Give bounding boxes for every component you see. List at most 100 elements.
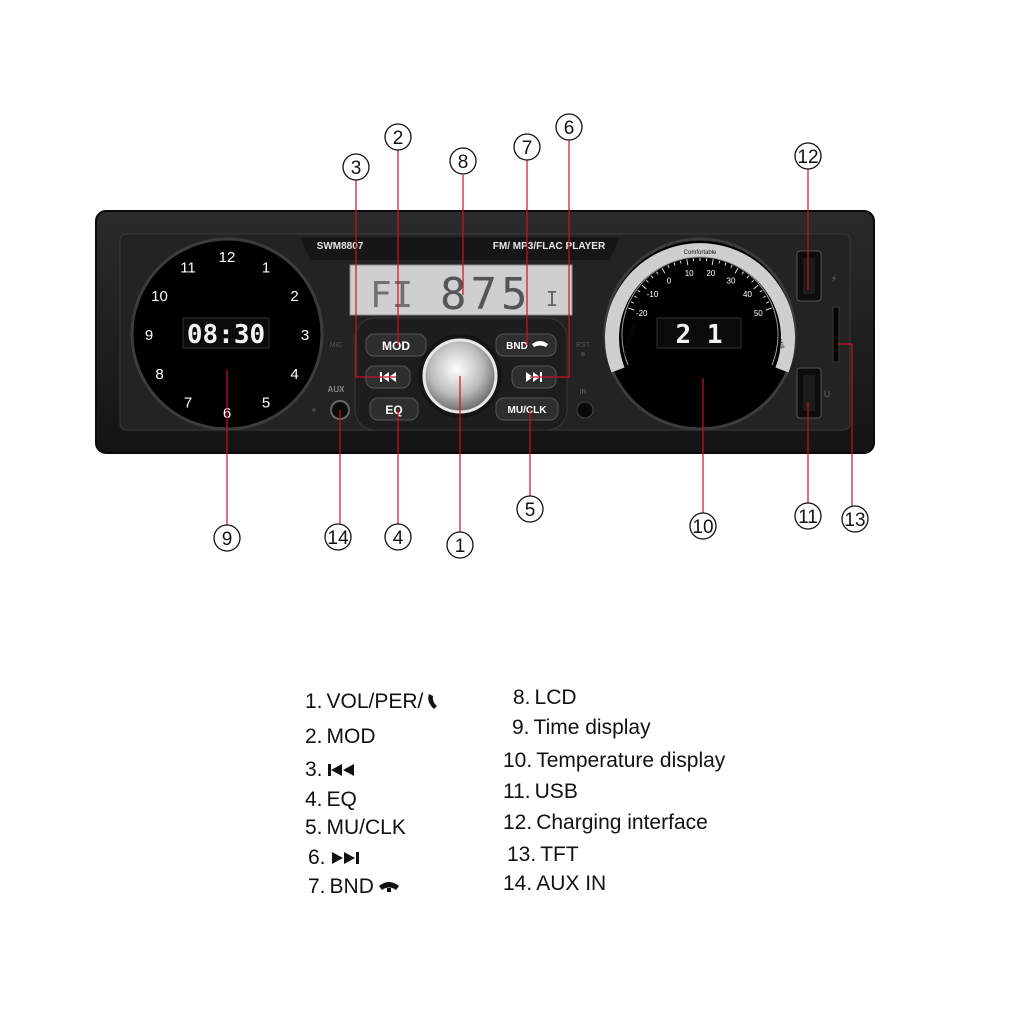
callout-circle xyxy=(794,502,822,530)
clock-number: 1 xyxy=(262,260,270,277)
gauge-tick xyxy=(711,259,714,266)
bnd-button[interactable] xyxy=(495,333,557,357)
callout-number: 12 xyxy=(797,147,818,168)
callout-10: 10 xyxy=(689,512,717,540)
mod-button[interactable] xyxy=(365,333,427,357)
clock-number: 10 xyxy=(151,288,168,305)
legend-item: 12.Charging interface xyxy=(503,811,708,835)
clock-digit-panel xyxy=(182,317,270,349)
legend-text: EQ xyxy=(326,788,357,811)
legend-text: USB xyxy=(534,780,578,803)
mu-clk-button-label: MU/CLK xyxy=(508,405,548,416)
gauge-inner-arc xyxy=(621,256,779,366)
legend-item: 1.VOL/PER/ xyxy=(305,690,441,714)
legend-text: VOL/PER/ xyxy=(326,690,424,713)
gauge-tick-label: 10 xyxy=(685,269,694,278)
callout-circle xyxy=(213,524,241,552)
gauge-tick xyxy=(753,284,759,290)
callout-number: 2 xyxy=(393,128,404,149)
callout-number: 5 xyxy=(525,500,536,521)
clock-number: 11 xyxy=(180,260,196,277)
rst-hole[interactable] xyxy=(581,352,585,356)
legend-text: BND xyxy=(329,875,374,898)
legend-item: 4.EQ xyxy=(305,788,357,812)
callout-number: 3 xyxy=(351,158,362,179)
tft-card-slot[interactable] xyxy=(832,306,840,363)
ir-label: IR xyxy=(580,389,587,396)
gauge-tick xyxy=(724,262,727,266)
callout-lines xyxy=(226,140,853,532)
usb-symbol-icon: U xyxy=(824,390,831,400)
legend-number: 13. xyxy=(507,843,537,866)
gauge-tick xyxy=(645,279,649,283)
legend-text: Time display xyxy=(533,716,651,739)
callout-circle xyxy=(384,123,412,151)
clock-number: 3 xyxy=(301,327,309,344)
callout-circle xyxy=(841,505,869,533)
legend-number: 11. xyxy=(503,780,531,803)
callout-number: 13 xyxy=(844,510,865,531)
legend-number: 5. xyxy=(305,816,323,839)
legend-number: 10. xyxy=(503,749,533,772)
callout-8: 8 xyxy=(449,147,477,175)
bnd-hangup-icon xyxy=(532,341,548,347)
legend-item: 3. xyxy=(305,758,357,782)
legend-item: 8.LCD xyxy=(513,686,577,710)
prev-track-icon xyxy=(327,764,354,776)
legend-item: 6. xyxy=(308,846,360,870)
clock-number: 2 xyxy=(290,288,298,305)
bnd-button-label: BND xyxy=(506,341,528,352)
legend-text: LCD xyxy=(534,686,577,709)
legend-number: 12. xyxy=(503,811,533,834)
legend-item: 14.AUX IN xyxy=(503,872,606,896)
lcd-frequency: 875 xyxy=(440,269,531,320)
usb-slot xyxy=(803,375,815,411)
legend-item: 13.TFT xyxy=(507,843,579,867)
callout-4: 4 xyxy=(384,523,412,551)
clock-number: 9 xyxy=(145,327,153,344)
callout-12: 12 xyxy=(794,142,822,170)
lcd-screen xyxy=(349,264,573,316)
legend-number: 3. xyxy=(305,758,323,781)
gauge-outer-arc xyxy=(605,243,795,373)
legend-number: 14. xyxy=(503,872,533,895)
model-label: SWM8807 xyxy=(317,241,364,252)
mu-clk-button[interactable] xyxy=(495,397,559,421)
callout-6: 6 xyxy=(555,113,583,141)
gauge-tick xyxy=(628,307,635,311)
callout-number: 6 xyxy=(564,118,575,139)
legend-item: 10.Temperature display xyxy=(503,749,725,773)
legend-number: 6. xyxy=(308,846,326,869)
callout-9: 9 xyxy=(213,524,241,552)
charging-bolt-icon: ⚡ xyxy=(830,274,837,285)
gauge-tick xyxy=(630,301,635,304)
legend-number: 1. xyxy=(305,690,323,713)
clock-digits: 08:30 xyxy=(187,320,265,350)
callout-circle xyxy=(689,512,717,540)
callout-7: 7 xyxy=(513,133,541,161)
callout-number: 1 xyxy=(455,536,466,557)
gauge-tick-label: 50 xyxy=(754,309,763,318)
callout-circle xyxy=(449,147,477,175)
gauge-tick xyxy=(765,307,772,311)
gauge-tick xyxy=(650,275,654,279)
callout-number: 14 xyxy=(327,528,349,549)
clock-number: 12 xyxy=(219,249,236,266)
gauge-tick xyxy=(667,264,670,269)
rst-label: RST xyxy=(576,342,591,349)
eq-button[interactable] xyxy=(369,397,419,421)
clock-number: 8 xyxy=(155,366,163,383)
callout-circle xyxy=(342,153,370,181)
legend-number: 4. xyxy=(305,788,323,811)
legend-text: MOD xyxy=(326,725,376,748)
legend-number: 9. xyxy=(512,716,530,739)
legend-text: Temperature display xyxy=(536,749,726,772)
gauge-tick xyxy=(762,295,767,298)
legend-text: TFT xyxy=(540,843,579,866)
mod-button-label: MOD xyxy=(382,339,410,353)
callout-14: 14 xyxy=(324,523,352,551)
callout-number: 9 xyxy=(222,529,233,550)
